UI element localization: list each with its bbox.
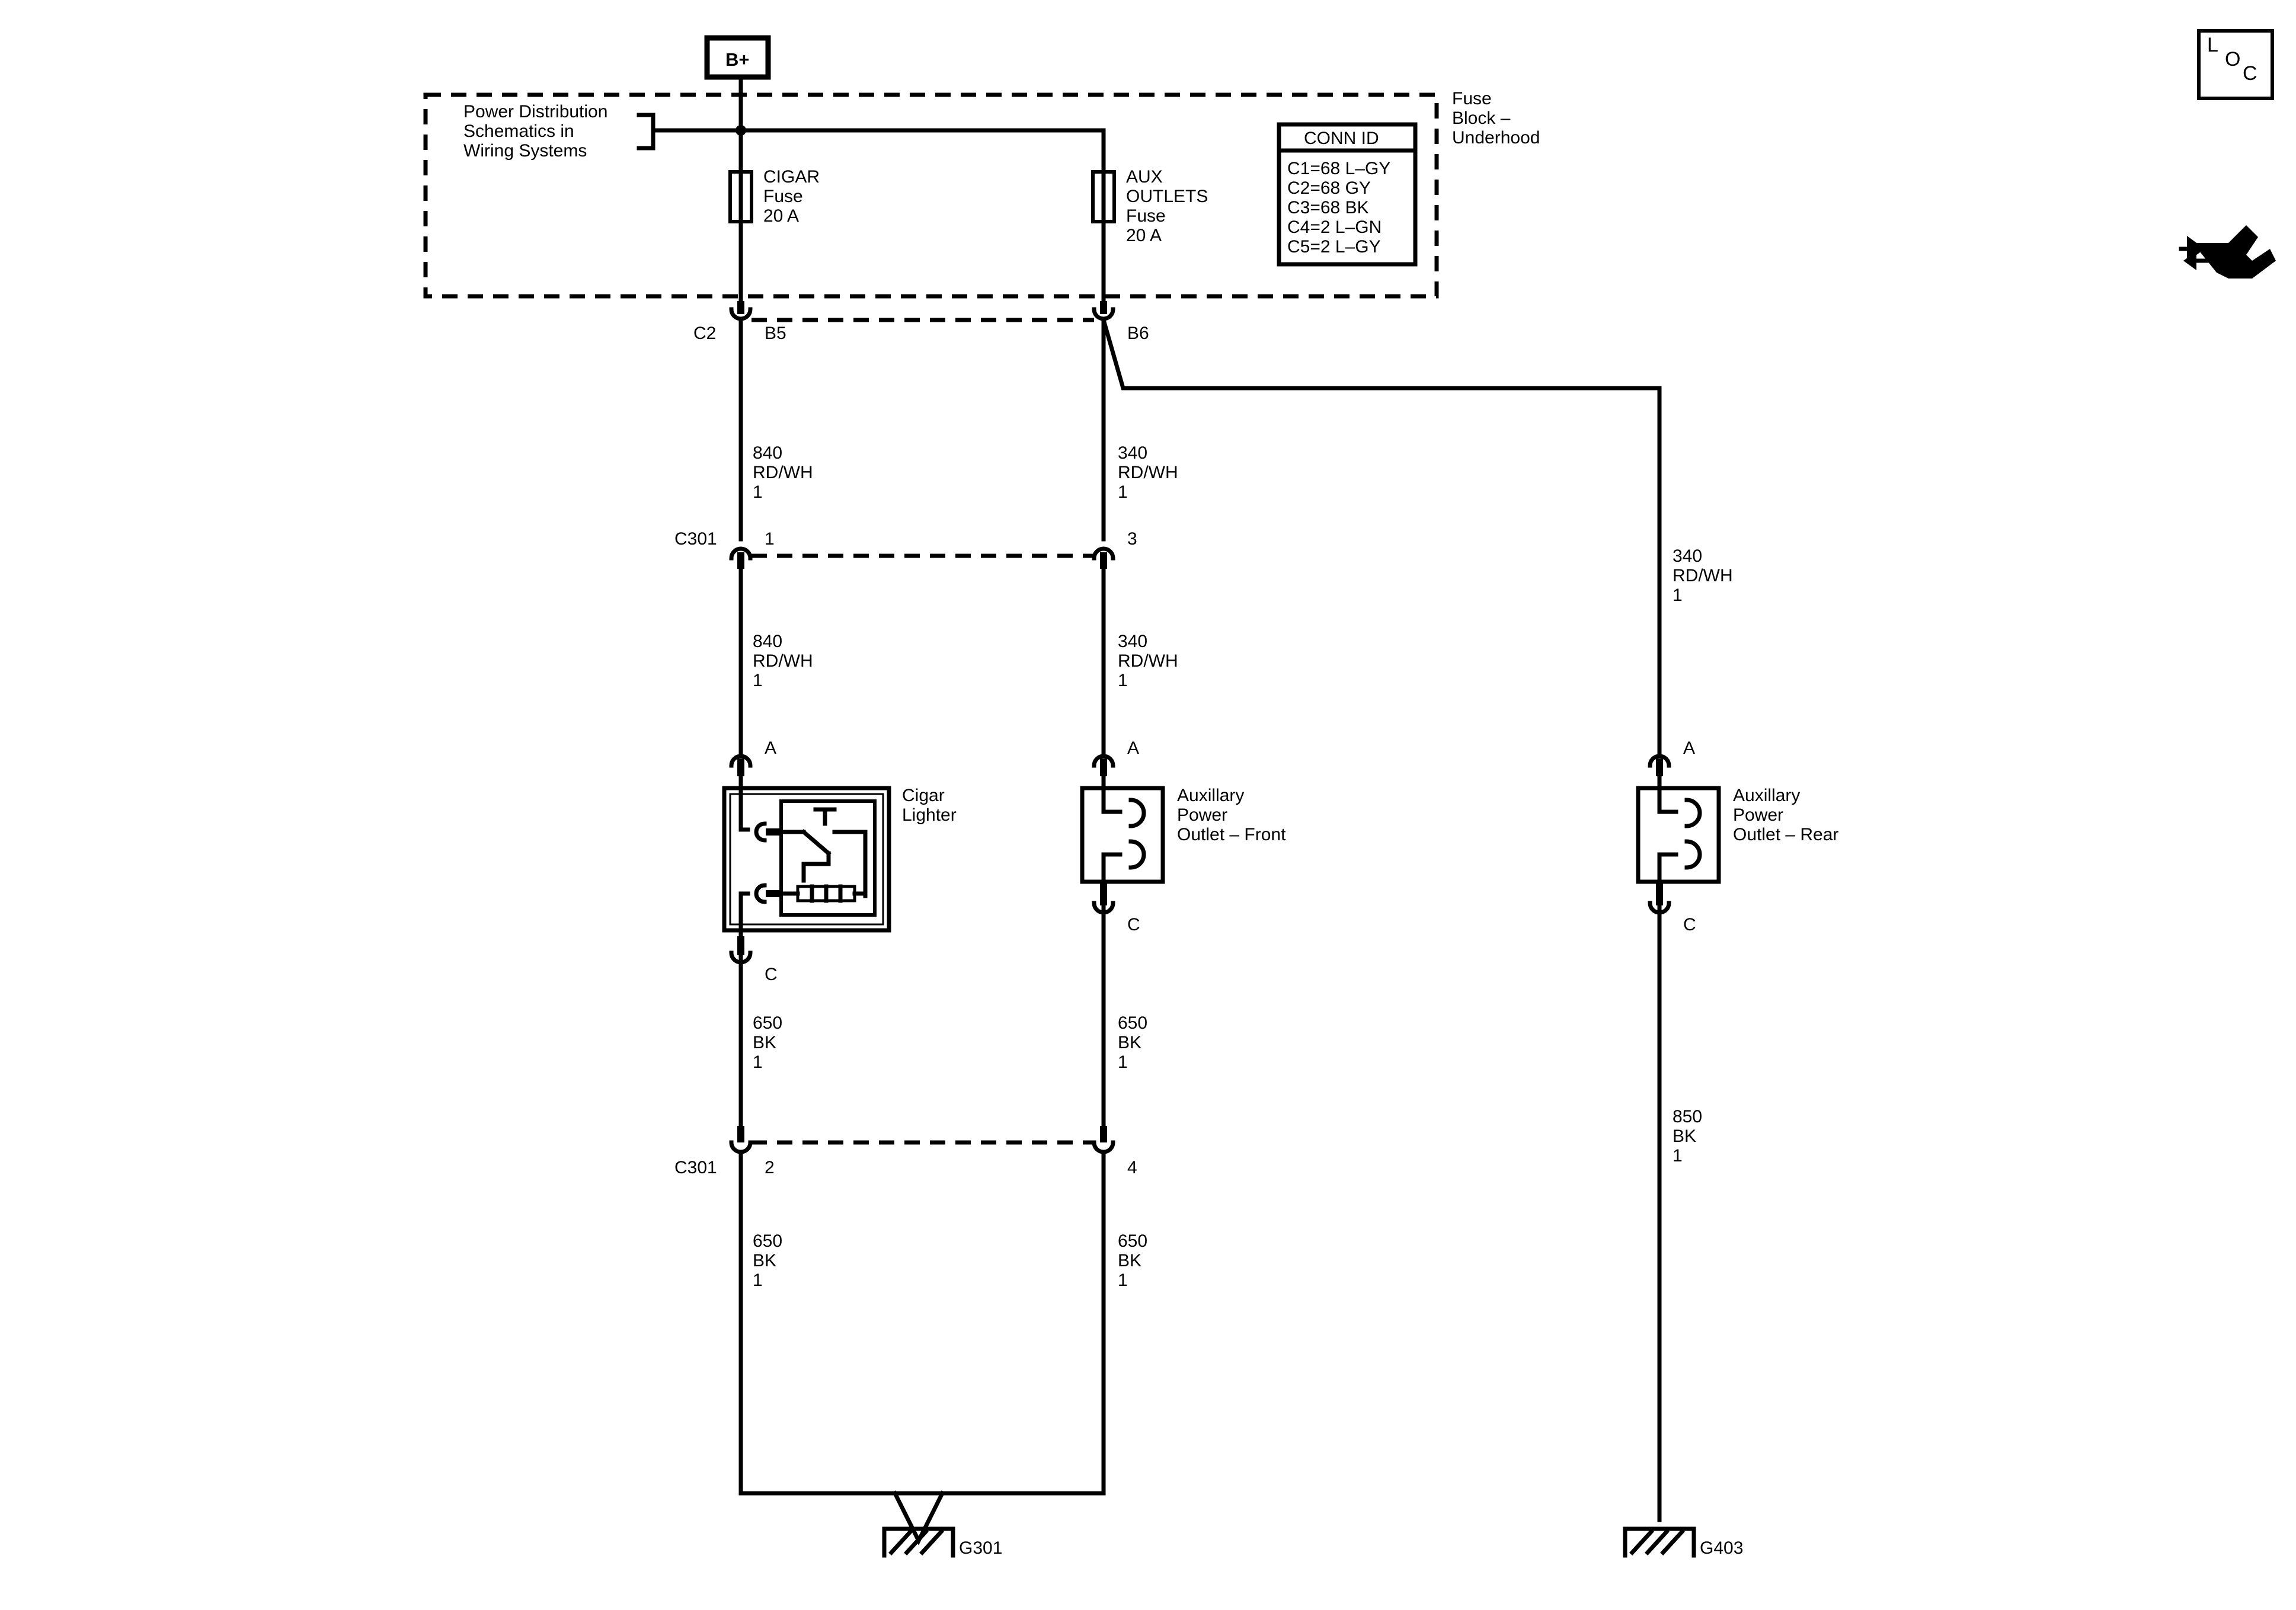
wire-label-650-mid-b: 650 BK 1 bbox=[1118, 1231, 1148, 1290]
c301-top-label: C301 bbox=[674, 529, 717, 549]
rear-contact-bottom bbox=[1684, 839, 1702, 870]
cigar-lead-top bbox=[738, 774, 750, 832]
loc-letter-o: O bbox=[2225, 48, 2241, 71]
wire-label-850-rear: 850 BK 1 bbox=[1673, 1107, 1703, 1166]
fuse-block-frame bbox=[423, 92, 1439, 299]
cigar-switch-return bbox=[801, 851, 831, 883]
conn-id-row: C3=68 BK bbox=[1287, 198, 1369, 217]
service-info-icon[interactable] bbox=[2179, 225, 2276, 279]
cigar-element-housing bbox=[779, 799, 877, 917]
b-plus-label: B+ bbox=[725, 49, 750, 70]
wire-label-650-left-a: 650 BK 1 bbox=[753, 1013, 783, 1072]
front-pin-a bbox=[1092, 754, 1115, 768]
wire-label-650-mid-a: 650 BK 1 bbox=[1118, 1013, 1148, 1072]
c301-pin-4-label: 4 bbox=[1127, 1158, 1137, 1177]
front-contact-bottom bbox=[1128, 839, 1146, 870]
cigar-lighter-inner bbox=[729, 793, 884, 926]
pin-b5-label: B5 bbox=[765, 324, 786, 343]
wire-label-650-left-b: 650 BK 1 bbox=[753, 1231, 783, 1290]
g301-tap bbox=[892, 1490, 945, 1545]
cigar-lighter-box bbox=[722, 786, 891, 933]
cigar-lighter-label: Cigar Lighter bbox=[902, 786, 957, 825]
ground-symbol-g403 bbox=[1623, 1526, 1696, 1558]
cigar-lead-bottom bbox=[738, 891, 750, 945]
conn-id-row: C2=68 GY bbox=[1287, 178, 1371, 198]
wire-340-rear bbox=[1101, 317, 1662, 758]
rear-pin-a-label: A bbox=[1683, 738, 1696, 758]
loc-letter-c: C bbox=[2243, 62, 2257, 85]
cigar-contact-bottom bbox=[754, 883, 767, 904]
loc-letter-l: L bbox=[2207, 34, 2218, 56]
front-lead-bottom bbox=[1101, 852, 1123, 885]
c301-pin-2-label: 2 bbox=[765, 1158, 775, 1177]
aux-front-box bbox=[1080, 786, 1165, 884]
front-contact-top bbox=[1128, 798, 1146, 828]
cigar-switch-blade bbox=[801, 829, 832, 856]
c301-bottom-label: C301 bbox=[674, 1158, 717, 1177]
cigar-contact-top bbox=[754, 821, 767, 843]
conn-id-row: C5=2 L–GY bbox=[1287, 237, 1381, 257]
ground-symbol-g301 bbox=[882, 1526, 955, 1558]
c301-pin1-connector bbox=[729, 546, 753, 561]
ground-g301-label: G301 bbox=[959, 1538, 1003, 1558]
wire-label-340-rear: 340 RD/WH 1 bbox=[1673, 546, 1733, 605]
cigar-heater-return bbox=[832, 830, 868, 898]
aux-rear-label: Auxillary Power Outlet – Rear bbox=[1733, 786, 1839, 844]
c301-pin-3-label: 3 bbox=[1127, 529, 1137, 549]
ground-loop-g301 bbox=[738, 1150, 1106, 1496]
wire-label-340-top: 340 RD/WH 1 bbox=[1118, 443, 1178, 502]
cigar-pin-a-label: A bbox=[765, 738, 777, 758]
wire-label-340-mid: 340 RD/WH 1 bbox=[1118, 632, 1178, 690]
power-distribution-ref[interactable]: Power Distribution Schematics in Wiring … bbox=[463, 102, 608, 161]
rear-lead-bottom bbox=[1657, 852, 1678, 885]
ground-g403-label: G403 bbox=[1700, 1538, 1744, 1558]
c2-connector-label: C2 bbox=[693, 324, 717, 343]
c301-pin-1-label: 1 bbox=[765, 529, 775, 549]
c301-pin3-connector bbox=[1092, 546, 1115, 561]
wire-label-840-top: 840 RD/WH 1 bbox=[753, 443, 813, 502]
conn-id-title: CONN ID bbox=[1304, 129, 1379, 148]
fuse-block-name: Fuse Block – Underhood bbox=[1452, 89, 1540, 148]
rear-lead-top bbox=[1657, 774, 1678, 814]
conn-id-row: C1=68 L–GY bbox=[1287, 159, 1391, 178]
cigar-pin-c-label: C bbox=[765, 965, 778, 984]
cigar-fuse-label: CIGAR Fuse 20 A bbox=[763, 167, 820, 226]
b-plus-box bbox=[704, 35, 771, 80]
loc-icon[interactable] bbox=[2197, 29, 2274, 100]
aux-rear-box bbox=[1636, 786, 1721, 884]
front-pin-c-label: C bbox=[1127, 915, 1140, 934]
ref-bracket bbox=[637, 113, 655, 151]
wire-label-840-mid: 840 RD/WH 1 bbox=[753, 632, 813, 690]
conn-id-row: C4=2 L–GN bbox=[1287, 217, 1382, 237]
rear-pin-c-label: C bbox=[1683, 915, 1696, 934]
front-lead-top bbox=[1101, 774, 1123, 814]
pin-b6-label: B6 bbox=[1127, 324, 1149, 343]
rear-contact-top bbox=[1684, 798, 1702, 828]
aux-front-label: Auxillary Power Outlet – Front bbox=[1177, 786, 1286, 844]
rear-pin-a bbox=[1648, 754, 1671, 768]
conn-id-box bbox=[1277, 122, 1418, 267]
aux-fuse-label: AUX OUTLETS Fuse 20 A bbox=[1126, 167, 1208, 245]
cigar-pin-a bbox=[729, 754, 753, 768]
front-pin-a-label: A bbox=[1127, 738, 1140, 758]
